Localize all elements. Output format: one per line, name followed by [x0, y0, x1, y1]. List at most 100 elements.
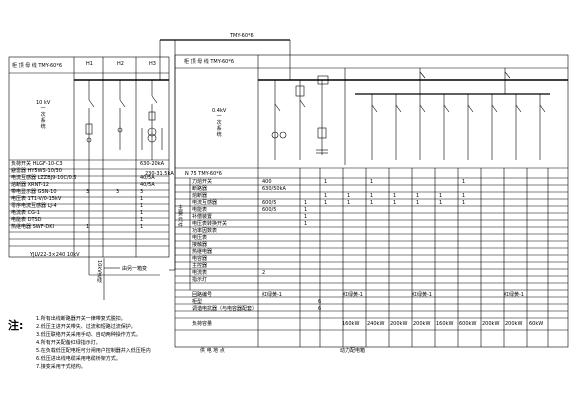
right-row-name: 刀熔开关 — [192, 179, 213, 185]
right-row-value: 1 — [393, 193, 397, 199]
note-item: 6.低压进出线电缆采用电缆桥架方式。 — [36, 356, 121, 362]
left-row-value: 1 — [140, 210, 144, 216]
left-row-name: 避雷器 HY5WS-10/30 — [11, 168, 62, 174]
panel-type-label: 柜型 — [192, 299, 203, 305]
feeder-h1 — [85, 80, 95, 258]
right-row-value: 1 — [304, 221, 308, 227]
right-row-value: 1 — [416, 193, 420, 199]
left-row-value: 1 — [86, 224, 90, 230]
right-row-value: 1 — [439, 200, 443, 206]
left-row-value: 3 — [116, 189, 120, 195]
right-system-label: 0.4kV 一 次 系 统 — [212, 108, 227, 138]
loop-value: 红绿黄-1 — [262, 292, 282, 298]
left-row-name: 电流表 CG-1 — [11, 210, 40, 216]
left-row-name: 带电显示器 GSN-10 — [11, 189, 57, 195]
outgoing-feeders — [371, 94, 546, 160]
right-section-header: N 75 TMY-60*6 — [185, 171, 222, 177]
right-row-name: 电容器 — [192, 256, 208, 262]
note-item: 1.所有出线断路器开关一律带复式脱扣。 — [36, 316, 126, 322]
right-row-value: 1 — [324, 193, 328, 199]
right-panel-border — [174, 54, 569, 348]
right-row-value: 1 — [416, 200, 420, 206]
capacitor-branch — [316, 75, 329, 155]
right-row-value: 1 — [370, 179, 374, 185]
right-row-name: 电流表 — [192, 270, 208, 276]
left-row-name: 电压表 1T1-V/0-15kV — [11, 196, 62, 202]
right-row-name: 热继电器 — [192, 249, 213, 255]
right-row-value: 1 — [304, 207, 308, 213]
right-row-name: 电流互感器 — [192, 200, 218, 206]
right-row-name: 接触器 — [192, 242, 208, 248]
right-row-value: 1 — [304, 214, 308, 220]
right-row-name: 功率因数表 — [192, 228, 218, 234]
left-row-name: 电流互感器 LZZBJ9-10C/0.5 — [11, 175, 77, 181]
left-row-value: 630-20kA — [140, 161, 165, 167]
left-row-value: 40/5A — [140, 175, 155, 181]
right-side-label: 主 要 元 件 — [178, 205, 184, 229]
right-row-value: 1 — [370, 200, 374, 206]
left-side-label: 10kV进线 — [96, 260, 102, 283]
left-row-value: 1 — [140, 196, 144, 202]
right-row-value: 1 — [462, 200, 466, 206]
right-row-value: 1 — [462, 179, 466, 185]
right-row-value: 1 — [324, 200, 328, 206]
incoming-transformer — [271, 40, 306, 160]
right-row-value: 1 — [393, 200, 397, 206]
capacity-value: 60kW — [529, 321, 544, 327]
bottom-left-label: 供 电 地 点 — [200, 348, 225, 354]
left-row-value: 40/5A — [140, 182, 155, 188]
note-item: 4.所有开关配备红绿指示灯。 — [36, 340, 101, 346]
left-row-value: 3 — [140, 189, 144, 195]
bottom-right-label: 动力配电箱 — [340, 348, 366, 354]
loop-value: 红绿黄-1 — [412, 292, 432, 298]
left-row-value: 3 — [86, 189, 90, 195]
notes-title: 注: — [8, 319, 24, 332]
capacity-value: 200kW — [390, 321, 408, 327]
capacity-value: 160kW — [342, 321, 360, 327]
loop-value: 红绿黄-1 — [343, 292, 363, 298]
left-row-name: 负荷开关 HLGF-10-C3 — [11, 161, 63, 167]
capacity-label: 负荷容量 — [192, 321, 213, 327]
right-row-name: 指示灯 — [192, 277, 208, 283]
right-table-rows — [175, 184, 568, 331]
col-label-h3: H3 — [149, 61, 156, 67]
right-row-value: 1 — [347, 193, 351, 199]
right-row-name: 电压表 — [192, 235, 208, 241]
right-row-name: 电压表转换开关 — [192, 221, 228, 227]
left-row-name: 热继电器 SWF-DKI — [11, 224, 54, 230]
right-row-name: 电能表 — [192, 207, 208, 213]
capacity-value: 200kW — [482, 321, 500, 327]
loop-value: 红绿黄-1 — [504, 292, 524, 298]
right-row-value: 1 — [462, 193, 466, 199]
col-label-h2: H2 — [117, 61, 124, 67]
right-row-name: 补偿装置 — [192, 214, 213, 220]
capacity-value: 200kW — [505, 321, 523, 327]
feeder-h3 — [141, 80, 163, 160]
left-row-name: 熔断器 XRNT-12 — [11, 182, 49, 188]
panel-model-value: 6 — [318, 306, 322, 312]
h3-extra-value: 230-31.5kA — [145, 171, 174, 177]
right-row-value: 630/50kA — [262, 186, 286, 192]
right-row-value: 600/5 — [262, 200, 277, 206]
note-item: 5.在负载低压配电柜可分闸用户控制器并入低压柜内 — [36, 348, 151, 354]
feeder-h2 — [117, 80, 126, 150]
left-row-name: 零序电流互感器 LJ-4 — [11, 203, 57, 209]
left-row-value: 1 — [140, 224, 144, 230]
right-row-value: 1 — [439, 193, 443, 199]
right-header-label: 柜 顶 母 线 TMY-60*6 — [184, 59, 235, 65]
left-row-value: 1 — [140, 217, 144, 223]
right-row-value: 1 — [347, 200, 351, 206]
cable-label: YJLV22-3×240 10kV — [30, 252, 80, 258]
right-row-value: 1 — [324, 179, 328, 185]
note-item: 3.低压联络开关采用手动、自动两种操作方式。 — [36, 332, 141, 338]
capacity-value: 160kW — [436, 321, 454, 327]
right-row-value: 1 — [304, 200, 308, 206]
right-row-value: 1 — [370, 193, 374, 199]
right-row-name: 断路器 — [192, 186, 208, 192]
capacity-value: 200kW — [413, 321, 431, 327]
right-row-name: 主控器 — [192, 263, 208, 269]
left-header-label: 柜 顶 母 线 TMY-60*6 — [12, 63, 63, 69]
capacity-value: 240kW — [367, 321, 385, 327]
loop-row-label: 回路编号 — [192, 292, 213, 298]
